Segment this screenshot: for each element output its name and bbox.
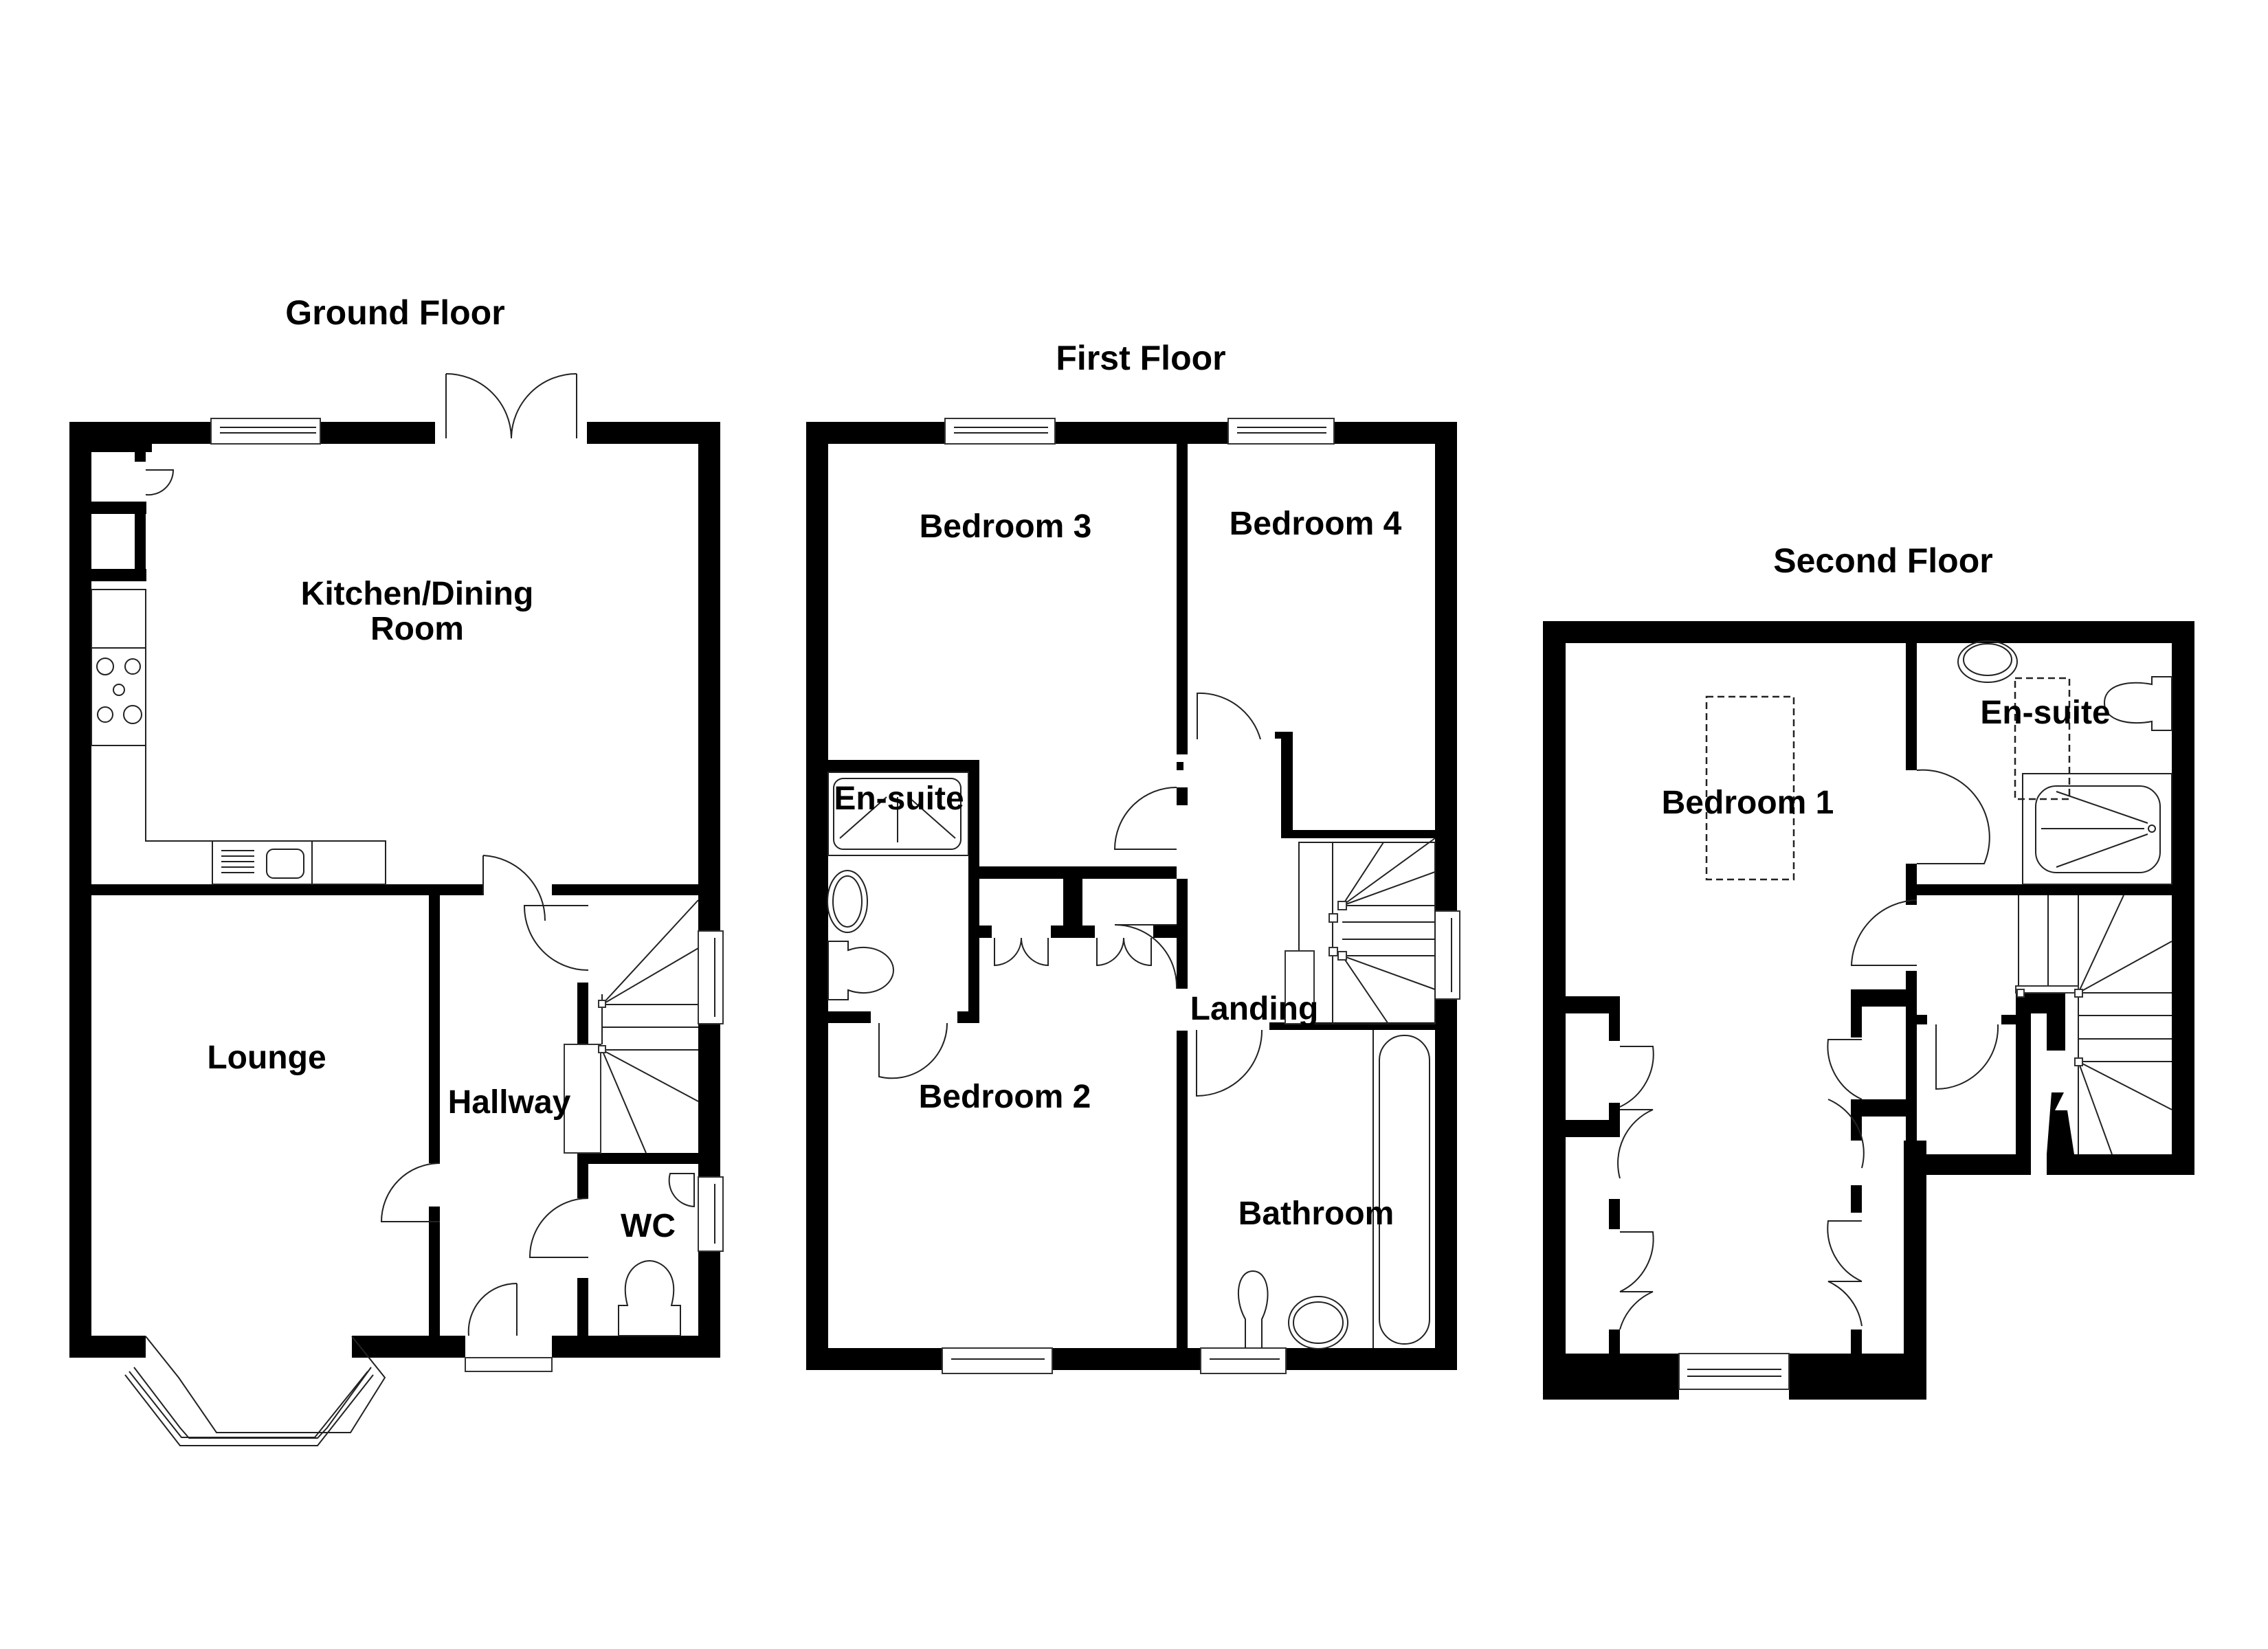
sink-icon (266, 849, 304, 879)
room-label-bedroom-1: Bedroom 1 (1662, 785, 1834, 821)
ground-floor-fixtures (91, 589, 695, 1336)
room-label-hallway: Hallway (448, 1084, 571, 1121)
basin-icon (1288, 1296, 1348, 1349)
first-floor-fixtures (827, 772, 1430, 1349)
skylight-outline (2014, 677, 2071, 800)
toilet-icon (2103, 676, 2172, 731)
hob-ring-icon (97, 706, 113, 723)
shower-icon (2035, 785, 2161, 873)
ground-floor-plan: Ground Floor (69, 293, 724, 1446)
toilet-icon (1237, 1270, 1269, 1348)
worktop (91, 589, 146, 649)
second-floor-stairs (2015, 895, 2172, 1155)
second-floor-title: Second Floor (1773, 541, 1992, 580)
hob-ring-icon (124, 658, 141, 675)
hob (91, 647, 146, 746)
basin-icon (668, 1173, 695, 1208)
second-floor-plan: Second Floor (1543, 541, 2194, 1400)
shower-tray (827, 772, 969, 856)
first-floor-walls (806, 422, 1457, 1370)
room-label-bedroom-3: Bedroom 3 (920, 508, 1092, 545)
first-floor-windows (942, 418, 1460, 1374)
room-label-landing: Landing (1190, 991, 1319, 1027)
room-label-wc: WC (621, 1208, 676, 1244)
basin-icon (1957, 640, 2018, 683)
ground-floor-doors (145, 373, 589, 1372)
stair-break-icon (2047, 1092, 2074, 1154)
first-floor-plan: First Floor (806, 339, 1460, 1374)
hob-ring-icon (96, 658, 114, 675)
ground-floor-title: Ground Floor (285, 293, 504, 332)
room-label-lounge: Lounge (207, 1040, 326, 1076)
first-floor-doors (878, 692, 1263, 1097)
hob-ring-icon (123, 705, 142, 724)
skylight-outline (1705, 695, 1795, 881)
room-label-kitchen-dining: Kitchen/Dining (301, 576, 534, 612)
shower-tray (2022, 773, 2172, 885)
room-label-en-suite-second: En-suite (1980, 695, 2110, 731)
hob-ring-icon (113, 684, 125, 696)
toilet-icon (618, 1259, 681, 1336)
room-label-kitchen-dining-line2: Room (370, 611, 464, 647)
ground-floor-windows (124, 418, 724, 1446)
room-label-bathroom: Bathroom (1238, 1196, 1394, 1232)
ground-floor-stairs (564, 899, 699, 1154)
room-label-bedroom-2: Bedroom 2 (919, 1079, 1091, 1115)
second-floor-fixtures (1957, 640, 2172, 885)
first-floor-stairs (1285, 838, 1436, 1024)
bath-icon (1379, 1035, 1430, 1345)
toilet-icon (827, 941, 895, 1000)
room-label-en-suite-first: En-suite (834, 781, 964, 817)
first-floor-title: First Floor (1056, 339, 1225, 377)
room-label-bedroom-4: Bedroom 4 (1230, 506, 1402, 542)
shower-icon (833, 778, 961, 850)
second-floor-doors (1617, 769, 1999, 1330)
basin-icon (827, 870, 868, 933)
second-floor-walls (1543, 621, 2194, 1400)
second-floor-windows (1678, 677, 2071, 1390)
